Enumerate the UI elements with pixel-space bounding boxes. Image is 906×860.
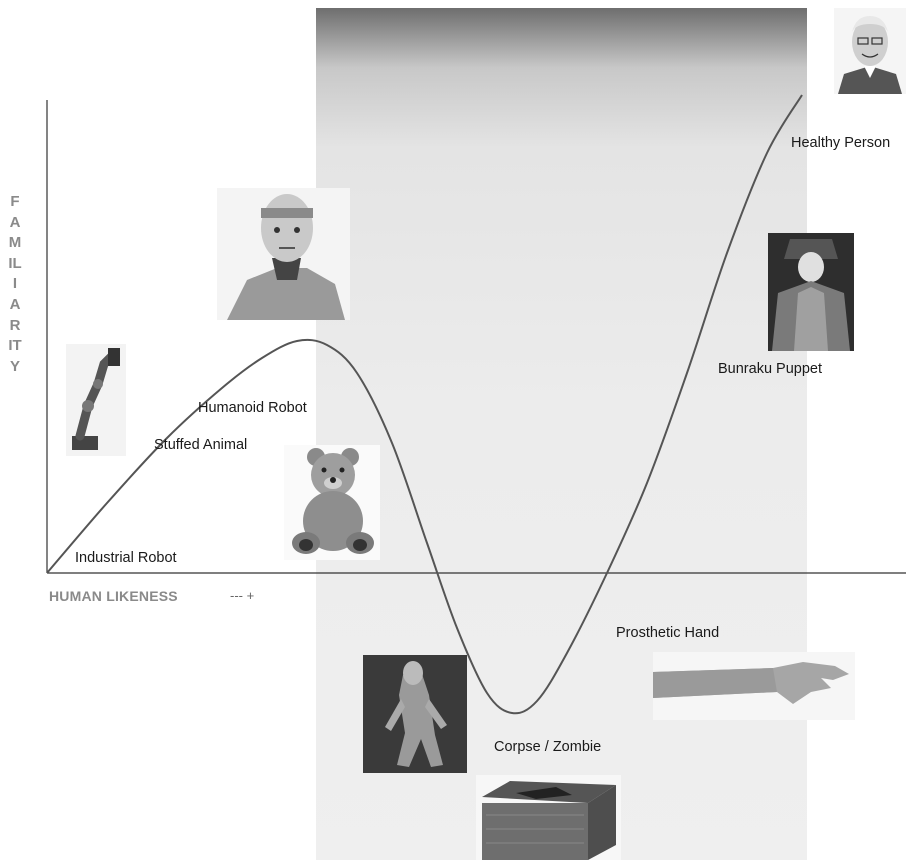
- annotation-label: Corpse / Zombie: [494, 739, 602, 755]
- x-axis-label: HUMAN LIKENESS: [49, 588, 178, 604]
- y-axis-label: FAMILIARITY: [8, 193, 22, 375]
- prosthetic-hand-image: [653, 652, 855, 720]
- humanoid-robot-image: [217, 188, 350, 320]
- annotation-label: Industrial Robot: [75, 550, 177, 566]
- familiarity-curve: [46, 94, 803, 715]
- industrial-robot-image: [66, 344, 126, 456]
- x-axis-direction-marks: --- +: [230, 588, 255, 603]
- zombie-image: [363, 655, 467, 773]
- stuffed-animal-image: [284, 445, 380, 560]
- annotation-label: Humanoid Robot: [198, 400, 307, 416]
- annotation-label: Healthy Person: [791, 135, 891, 151]
- annotation-label: Bunraku Puppet: [718, 361, 822, 377]
- annotation-label: Prosthetic Hand: [616, 625, 720, 641]
- bunraku-puppet-image: [768, 233, 854, 351]
- healthy-person-image: [834, 8, 906, 94]
- corpse-coffin-image: [476, 775, 621, 860]
- annotation-label: Stuffed Animal: [154, 437, 248, 453]
